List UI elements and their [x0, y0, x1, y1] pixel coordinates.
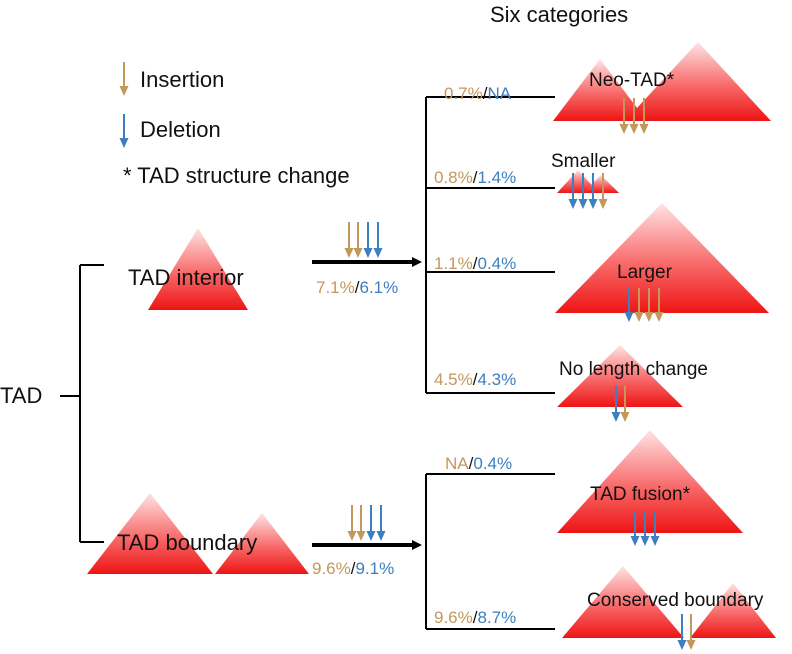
deletion-arrow-icon — [650, 512, 660, 546]
neo-tad-triangle-right — [625, 42, 771, 121]
deletion-arrow-icon — [640, 512, 650, 546]
deletion-arrow-icon — [611, 386, 621, 422]
deletion-arrow-icon — [578, 173, 588, 209]
boundary-percentages: 9.6%/9.1% — [312, 559, 394, 578]
insertion-arrow-icon — [344, 222, 354, 258]
interior-tad-triangle — [148, 228, 248, 310]
category-percentages-tad-fusion: NA/0.4% — [445, 454, 512, 473]
insertion-arrow-icon — [654, 288, 664, 322]
deletion-arrow-icon — [376, 505, 386, 541]
category-label-tad-fusion: TAD fusion* — [590, 484, 691, 505]
category-triangles — [553, 42, 776, 638]
insertion-arrow-icon — [598, 173, 608, 209]
legend-insertion-label: Insertion — [140, 67, 224, 92]
category-label-no-length-change: No length change — [559, 359, 708, 380]
insertion-arrow-icon — [639, 98, 649, 134]
smaller-arrows — [568, 173, 608, 209]
boundary-mutation-arrows — [347, 505, 386, 541]
insertion-arrow-icon — [353, 222, 363, 258]
category-label-smaller: Smaller — [551, 151, 616, 172]
legend: Insertion Deletion * TAD structure chang… — [119, 62, 350, 188]
insertion-arrow-icon — [686, 614, 696, 650]
insertion-arrow-icon — [347, 505, 357, 541]
conserved-boundary-arrows — [677, 614, 696, 650]
insertion-arrow-icon — [634, 288, 644, 322]
insertion-arrow-icon — [620, 386, 630, 422]
category-percentages-neo-tad: 0.7%/NA — [444, 84, 512, 103]
category-label-larger: Larger — [617, 262, 673, 283]
deletion-arrow-icon — [588, 173, 598, 209]
legend-structure-change-label: * TAD structure change — [123, 163, 350, 188]
category-label-neo-tad: Neo-TAD* — [589, 70, 675, 91]
insertion-arrow-icon — [629, 98, 639, 134]
deletion-arrow-icon — [677, 614, 687, 650]
conserved-boundary-triangle-left — [562, 566, 684, 638]
legend-deletion-label: Deletion — [140, 117, 221, 142]
tad-fusion-arrows — [630, 512, 660, 546]
root-label: TAD — [0, 383, 42, 408]
larger-arrows — [624, 288, 664, 322]
conserved-boundary-triangle-right — [690, 583, 776, 638]
interior-branch — [425, 96, 555, 394]
deletion-arrow-icon — [568, 173, 578, 209]
no-length-change-triangle — [557, 345, 683, 407]
category-label-conserved-boundary: Conserved boundary — [587, 590, 764, 611]
no-length-change-arrows — [611, 386, 630, 422]
diagram-title: Six categories — [490, 2, 628, 27]
tree-lines — [60, 96, 555, 630]
insertion-arrow-icon — [619, 98, 629, 134]
neo-tad-arrows — [619, 98, 649, 134]
deletion-arrow-icon — [624, 288, 634, 322]
larger-triangle — [555, 203, 769, 313]
boundary-tad-triangle-left — [87, 493, 213, 574]
category-percentages-larger: 1.1%/0.4% — [434, 254, 516, 273]
insertion-arrow-icon — [356, 505, 366, 541]
deletion-arrow-icon — [119, 114, 129, 148]
category-percentages-conserved-boundary: 9.6%/8.7% — [434, 608, 516, 627]
deletion-arrow-icon — [630, 512, 640, 546]
interior-percentages: 7.1%/6.1% — [316, 278, 398, 297]
boundary-branch — [425, 473, 555, 630]
interior-mutation-arrows — [344, 222, 383, 258]
category-percentages-smaller: 0.8%/1.4% — [434, 168, 516, 187]
deletion-arrow-icon — [363, 222, 373, 258]
deletion-arrow-icon — [366, 505, 376, 541]
boundary-tad-triangle-right — [215, 513, 309, 574]
smaller-triangle-left — [557, 170, 599, 193]
interior-label: TAD interior — [128, 265, 244, 290]
insertion-arrow-icon — [644, 288, 654, 322]
boundary-label: TAD boundary — [117, 530, 257, 555]
insertion-arrow-icon — [119, 62, 129, 96]
category-percentages-no-length-change: 4.5%/4.3% — [434, 370, 516, 389]
tad-fusion-triangle — [557, 430, 743, 533]
deletion-arrow-icon — [373, 222, 383, 258]
root-connector — [60, 264, 104, 543]
